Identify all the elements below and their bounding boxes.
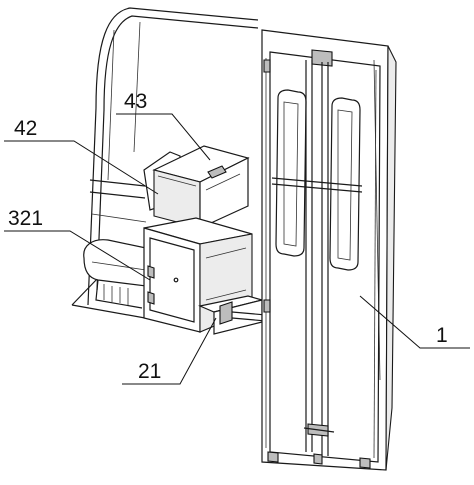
leader-1 [359, 295, 470, 349]
leader-lines [4, 113, 470, 385]
leader-42 [4, 140, 159, 195]
leader-21 [122, 317, 217, 385]
leader-43 [116, 113, 211, 161]
label-43: 43 [124, 90, 147, 113]
label-21: 21 [138, 360, 161, 383]
label-1: 1 [436, 324, 448, 347]
door-1 [261, 29, 397, 471]
label-321: 321 [8, 207, 43, 230]
cab-frame [71, 7, 259, 319]
box-43 [152, 145, 250, 229]
leader-321 [4, 230, 151, 281]
label-42: 42 [14, 117, 37, 140]
